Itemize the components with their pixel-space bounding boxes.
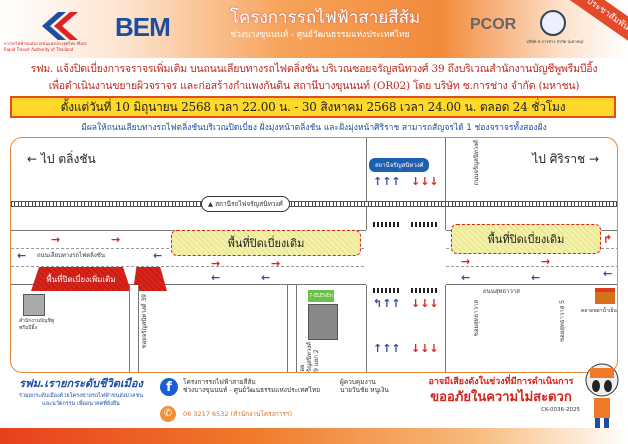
controller-name: นายวันชัย หนูเงิน bbox=[340, 386, 389, 394]
mrt-station-label: สถานีจรัญสนิทวงศ์ bbox=[369, 158, 430, 172]
announcement-line1: รฟม. แจ้งปิดเบี่ยงการจราจรเพิ่มเติม บนถน… bbox=[30, 63, 598, 75]
mrta-name: การรถไฟฟ้าขนส่งมวลชนแห่งประเทศไทย Mass R… bbox=[4, 41, 87, 52]
seven-eleven-icon: 7-ELEVEn bbox=[308, 290, 334, 302]
arrow-turn: ↱ bbox=[603, 233, 613, 246]
building-icon bbox=[308, 304, 338, 340]
direction-siriraj: ไป ศิริราช → bbox=[532, 152, 599, 166]
soi-suthawat5-label: ซอยสุทธาวาส 5 bbox=[559, 300, 566, 342]
railway-track bbox=[11, 201, 617, 207]
crosswalk bbox=[373, 222, 399, 227]
fb-line1: โครงการรถไฟฟ้าสายสีส้ม bbox=[183, 378, 256, 386]
slogan-block: รฟม.เรายกระดับชีวิตเมือง ร่วมยกระดับเมือ… bbox=[6, 377, 156, 408]
announcement-line2: เพื่อดำเนินงานขยายผิวจราจร และก่อสร้างกำ… bbox=[48, 80, 580, 92]
phone-icon: ✆ bbox=[160, 406, 176, 422]
ck-seal-icon bbox=[540, 10, 566, 36]
slogan: รฟม.เรายกระดับชีวิตเมือง bbox=[19, 377, 143, 390]
crosswalk bbox=[411, 222, 437, 227]
soi-suthawat-label: ซอยสุทธาวาส bbox=[473, 300, 480, 337]
arrow-up: ↰↑↑ bbox=[373, 297, 401, 310]
header-banner bbox=[0, 0, 628, 58]
closed-area-existing-left: พื้นที่ปิดเบี่ยงเดิม bbox=[171, 230, 361, 256]
rail-road-label: ถนนเลียบทางรถไฟตลิ่งชัน bbox=[37, 252, 105, 259]
noise-warning: อาจมีเสียงดังในช่วงที่มีการดำเนินการ bbox=[428, 377, 574, 387]
arrow-right: → bbox=[461, 255, 471, 268]
controller-label: ผู้ควบคุมงาน bbox=[340, 378, 376, 386]
office-building-icon bbox=[23, 294, 45, 316]
soi39-2-label: ซอยจรัญสนิทวงศ์ 39 แยก 2 bbox=[299, 341, 320, 373]
rail-station-name: สถานีรถไฟจรัญสนิทวงศ์ bbox=[215, 200, 283, 208]
apology: ขออภัยในความไม่สะดวก bbox=[430, 390, 572, 405]
arrow-down: ↓↓↓ bbox=[411, 297, 439, 310]
effect-note: มีผลให้ถนนเลียบทางรถไฟตลิ่งชันบริเวณปิดเ… bbox=[81, 123, 547, 133]
arrow-left: ← bbox=[461, 271, 471, 284]
soi39-label: ซอยจรัญสนิทวงศ์ 39 bbox=[141, 294, 148, 349]
arrow-left: ← bbox=[261, 271, 271, 284]
arrow-right: → bbox=[541, 255, 551, 268]
project-title: โครงการรถไฟฟ้าสายสีส้ม bbox=[229, 8, 421, 28]
crosswalk bbox=[373, 288, 399, 293]
arrow-right: → bbox=[271, 257, 281, 270]
document-code: CK-0036-2025 bbox=[541, 407, 580, 413]
soi39-2 bbox=[287, 285, 297, 372]
pcor-logo: PCOR bbox=[470, 16, 516, 34]
lane-divider bbox=[11, 266, 617, 267]
bem-logo: BEM bbox=[115, 12, 171, 42]
slogan-sub2: และนวัตกรรม เพื่ออนาคตที่ยั่งยืน bbox=[42, 401, 120, 407]
soi39 bbox=[129, 285, 139, 372]
arrow-right: → bbox=[211, 257, 221, 270]
contractor-name: บริษัท ช.การช่าง จำกัด (มหาชน) bbox=[526, 39, 584, 44]
arrow-left: ← bbox=[603, 267, 613, 280]
closed-area-additional: พื้นที่ปิดเบี่ยงเพิ่มเติม bbox=[31, 267, 131, 291]
arrow-right: → bbox=[111, 233, 121, 246]
mascot-icon bbox=[585, 363, 619, 430]
pcor-text: PCOR bbox=[470, 16, 517, 33]
closed-area-existing-right: พื้นที่ปิดเบี่ยงเดิม bbox=[451, 224, 601, 254]
suthawat-road-label: ถนนสุทธาวาส bbox=[483, 288, 520, 295]
arrow-left: ← bbox=[17, 249, 27, 262]
direction-taling-chan: ← ไป ตลิ่งชัน bbox=[27, 152, 96, 166]
footer-stripe bbox=[0, 428, 628, 444]
charan-road-label: ถนนจรัญสนิทวงศ์ bbox=[473, 140, 480, 186]
office-label: สำนักงานบัญชีพูพรีมบีอิ้ง bbox=[19, 318, 55, 331]
traffic-map: ← ไป ตลิ่งชัน ไป ศิริราช → ถนนจรัญสนิทวง… bbox=[10, 137, 618, 373]
facebook-icon: f bbox=[160, 378, 178, 396]
fb-line2: ช่วงบางขุนนนท์ - ศูนย์วัฒนธรรมแห่งประเทศ… bbox=[183, 386, 321, 394]
market-icon bbox=[595, 288, 615, 304]
arrow-left: ← bbox=[153, 249, 163, 262]
arrow-left: ← bbox=[211, 271, 221, 284]
crosswalk bbox=[411, 288, 437, 293]
rail-station-label: ▲ สถานีรถไฟจรัญสนิทวงศ์ bbox=[201, 196, 290, 212]
arrow-right: → bbox=[51, 233, 61, 246]
arrow-left: ← bbox=[531, 271, 541, 284]
arrow-down: ↓↓↓ bbox=[411, 175, 439, 188]
slogan-sub: ร่วมยกระดับเมืองด้วยโครงข่ายรถไฟฟ้าขนส่ง… bbox=[19, 392, 143, 408]
controller: ผู้ควบคุมงานนายวันชัย หนูเงิน bbox=[340, 378, 418, 394]
date-range: ตั้งแต่วันที่ 10 มิถุนายน 2568 เวลา 22.0… bbox=[10, 96, 616, 118]
mrta-logo bbox=[42, 12, 78, 40]
market-label: ตลาดพลาน้ำเย็น bbox=[581, 308, 617, 314]
warning-block: อาจมีเสียงดังในช่วงที่มีการดำเนินการ ขออ… bbox=[422, 377, 580, 414]
project-subtitle: ช่วงบางขุนนนท์ - ศูนย์วัฒนธรรมแห่งประเทศ… bbox=[230, 30, 410, 40]
facebook-page[interactable]: โครงการรถไฟฟ้าสายสีส้มช่วงบางขุนนนท์ - ศ… bbox=[183, 378, 333, 394]
arrow-down: ↓↓↓ bbox=[411, 342, 439, 355]
arrow-up: ↑↑↑ bbox=[373, 342, 401, 355]
arrow-up: ↑↑↑ bbox=[373, 175, 401, 188]
slogan-sub1: ร่วมยกระดับเมืองด้วยโครงข่ายรถไฟฟ้าขนส่ง… bbox=[19, 393, 143, 399]
intersection bbox=[366, 230, 446, 285]
phone-number[interactable]: 06 3217 6532 (สำนักงานโครงการฯ) bbox=[183, 410, 293, 418]
